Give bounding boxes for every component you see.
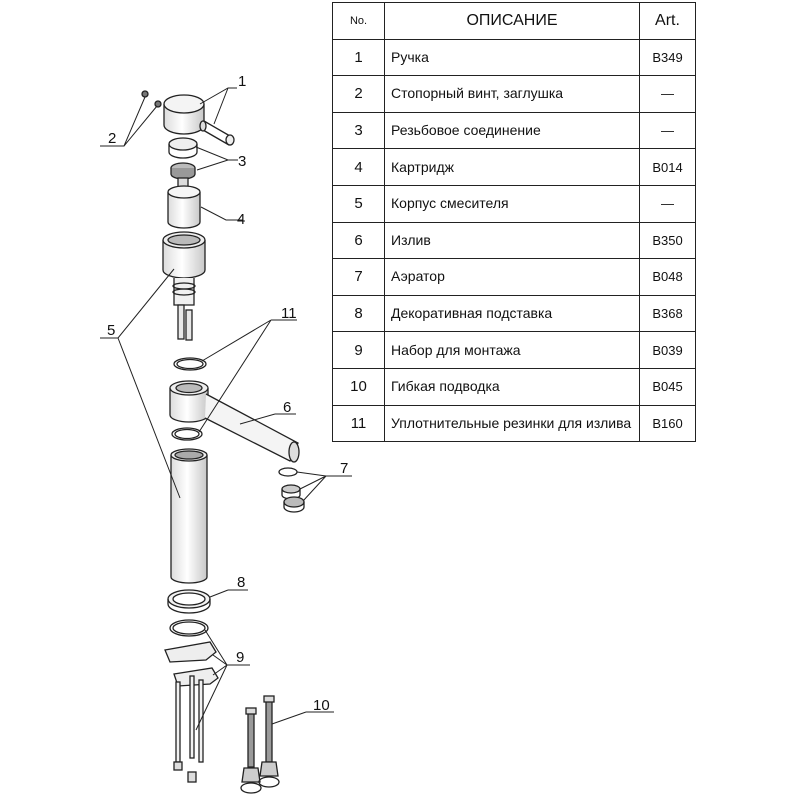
part-handle	[163, 94, 235, 146]
part-set-screws	[141, 90, 162, 108]
row-description: Аэратор	[384, 258, 640, 296]
row-number: 10	[332, 367, 385, 406]
part-threaded-connection	[168, 137, 198, 180]
row-art: —	[639, 111, 696, 150]
row-number: 11	[332, 404, 385, 443]
header-no: No.	[332, 2, 385, 40]
header-art: Art.	[639, 2, 696, 40]
row-number: 6	[332, 221, 385, 260]
row-art: B350	[639, 221, 696, 260]
parts-table-header: No. ОПИСАНИЕ Art.	[332, 2, 696, 40]
part-spout-rings	[171, 357, 207, 441]
callout-3: 3	[238, 153, 246, 170]
callout-10: 10	[313, 697, 330, 714]
row-number: 5	[332, 184, 385, 223]
part-aerator	[278, 467, 305, 513]
row-art: B048	[639, 258, 696, 296]
callout-1: 1	[238, 73, 246, 90]
leader-lines	[100, 87, 352, 731]
callout-6: 6	[283, 399, 291, 416]
row-description: Декоративная подставка	[384, 294, 640, 333]
row-art: B045	[639, 367, 696, 406]
row-number: 4	[332, 148, 385, 186]
row-number: 7	[332, 258, 385, 296]
callout-labels: 1 2 3 4 5 6 7 8 9 10 11	[107, 73, 348, 714]
row-art: B014	[639, 148, 696, 186]
row-number: 8	[332, 294, 385, 333]
part-spout	[169, 380, 300, 463]
row-description: Набор для монтажа	[384, 331, 640, 369]
row-art: B160	[639, 404, 696, 443]
row-art: —	[639, 75, 696, 113]
row-number: 2	[332, 75, 385, 113]
part-decorative-base	[167, 589, 211, 614]
part-mixer-body-top	[162, 231, 206, 341]
row-description: Картридж	[384, 148, 640, 186]
part-mounting-kit	[164, 619, 219, 783]
callout-9: 9	[236, 649, 244, 666]
row-description: Излив	[384, 221, 640, 260]
row-description: Ручка	[384, 38, 640, 77]
callout-7: 7	[340, 460, 348, 477]
row-art: B349	[639, 38, 696, 77]
part-flexible-hoses	[240, 695, 280, 794]
part-cartridge	[167, 177, 201, 229]
header-description: ОПИСАНИЕ	[384, 2, 640, 40]
row-description: Уплотнительные резинки для излива	[384, 404, 640, 443]
row-description: Стопорный винт, заглушка	[384, 75, 640, 113]
callout-5: 5	[107, 322, 115, 339]
row-number: 3	[332, 111, 385, 150]
row-description: Резьбовое соединение	[384, 111, 640, 150]
row-art: —	[639, 184, 696, 223]
row-description: Корпус смесителя	[384, 184, 640, 223]
row-number: 9	[332, 331, 385, 369]
row-number: 1	[332, 38, 385, 77]
callout-11: 11	[281, 305, 297, 322]
callout-4: 4	[237, 211, 245, 228]
row-art: B368	[639, 294, 696, 333]
callout-8: 8	[237, 574, 245, 591]
callout-2: 2	[108, 130, 116, 147]
row-art: B039	[639, 331, 696, 369]
part-mixer-body-tube	[170, 448, 208, 584]
row-description: Гибкая подводка	[384, 367, 640, 406]
